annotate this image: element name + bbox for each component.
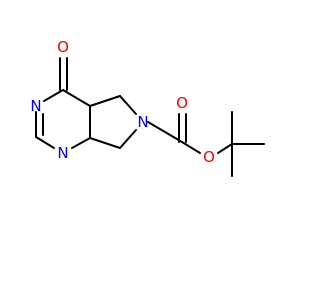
bond-n6-ccarbonyl	[147, 121, 183, 143]
bond-c7-n6	[119, 129, 137, 149]
atom-o-carbonyl: O	[176, 94, 188, 112]
atom-n1: N	[57, 144, 68, 162]
atom-labels: O N N N O O	[30, 38, 215, 166]
structure-drawing: O N N N O O	[30, 38, 265, 177]
bond-c2-n1	[35, 136, 55, 149]
atom-o-ester: O	[203, 148, 215, 166]
bond-c5-n6	[119, 95, 137, 115]
bond-ccarbonyl-oester	[181, 141, 201, 154]
bond-c4-c4a	[62, 89, 91, 107]
atom-o-ketone: O	[57, 38, 69, 56]
bonds	[35, 57, 265, 177]
bond-oester-cq	[217, 143, 233, 154]
atom-n6: N	[137, 113, 148, 131]
bond-n1-c7a	[71, 137, 91, 149]
bond-c4a-c5	[89, 95, 121, 107]
bond-c7a-c7	[89, 137, 121, 149]
molecule-diagram: O N N N O O	[30, 38, 265, 177]
bond-c4-n3	[43, 89, 64, 102]
atom-n3: N	[30, 97, 41, 115]
